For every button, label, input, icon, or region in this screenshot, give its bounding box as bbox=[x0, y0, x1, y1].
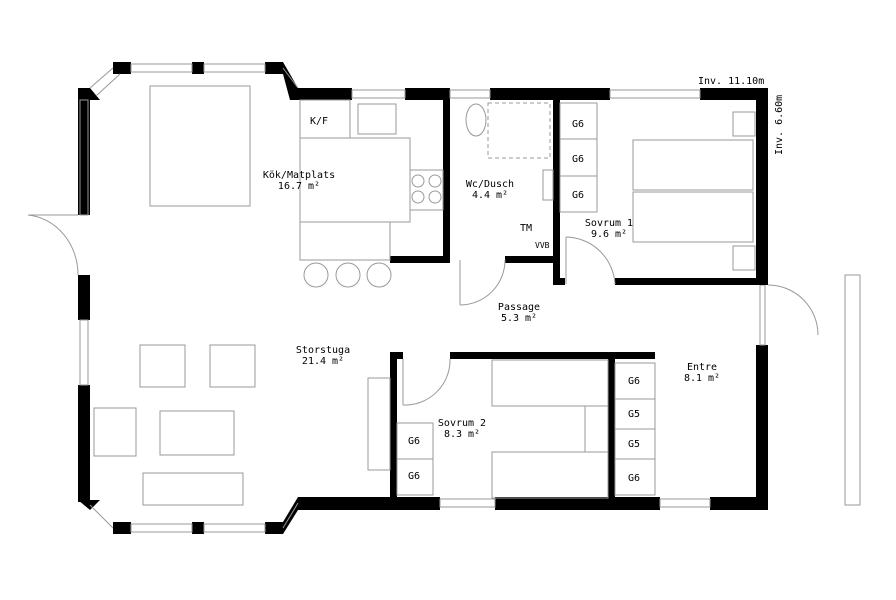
room-name: Kök/Matplats bbox=[263, 170, 335, 181]
room-name: Wc/Dusch bbox=[466, 179, 514, 190]
room-name: Entre bbox=[687, 362, 717, 373]
closets bbox=[396, 102, 656, 496]
windows bbox=[79, 63, 766, 533]
vvb-label: VVB bbox=[535, 241, 550, 250]
room-name: Passage bbox=[498, 302, 540, 313]
room-name: Sovrum 1 bbox=[585, 218, 633, 229]
room-area: 8.1 m² bbox=[684, 373, 720, 384]
room-area: 9.6 m² bbox=[591, 229, 627, 240]
closet-label: G6 bbox=[572, 154, 584, 165]
room-name: Storstuga bbox=[296, 345, 350, 356]
closet-label: G6 bbox=[628, 473, 640, 484]
closet-label: G6 bbox=[408, 471, 420, 482]
closet-label: G5 bbox=[628, 409, 640, 420]
shower-area bbox=[487, 102, 551, 159]
closet-label: G6 bbox=[572, 190, 584, 201]
closet-label: G6 bbox=[572, 119, 584, 130]
room-labels: Kök/Matplats 16.7 m² Wc/Dusch 4.4 m² Sov… bbox=[263, 170, 720, 440]
closet-label: G6 bbox=[408, 436, 420, 447]
room-area: 4.4 m² bbox=[472, 190, 508, 201]
outer-walls bbox=[78, 62, 768, 534]
room-area: 16.7 m² bbox=[278, 181, 320, 192]
depth-dimension: Inv. 6.60m bbox=[774, 95, 785, 155]
closet-label: G5 bbox=[628, 439, 640, 450]
closet-label: G6 bbox=[628, 376, 640, 387]
width-dimension: Inv. 11.10m bbox=[698, 76, 764, 87]
interior-walls bbox=[390, 100, 768, 500]
furniture bbox=[27, 85, 861, 506]
fridge-label: K/F bbox=[310, 116, 328, 127]
room-name: Sovrum 2 bbox=[438, 418, 486, 429]
tm-label: TM bbox=[520, 223, 532, 234]
room-area: 5.3 m² bbox=[501, 313, 537, 324]
room-area: 8.3 m² bbox=[444, 429, 480, 440]
room-area: 21.4 m² bbox=[302, 356, 344, 367]
